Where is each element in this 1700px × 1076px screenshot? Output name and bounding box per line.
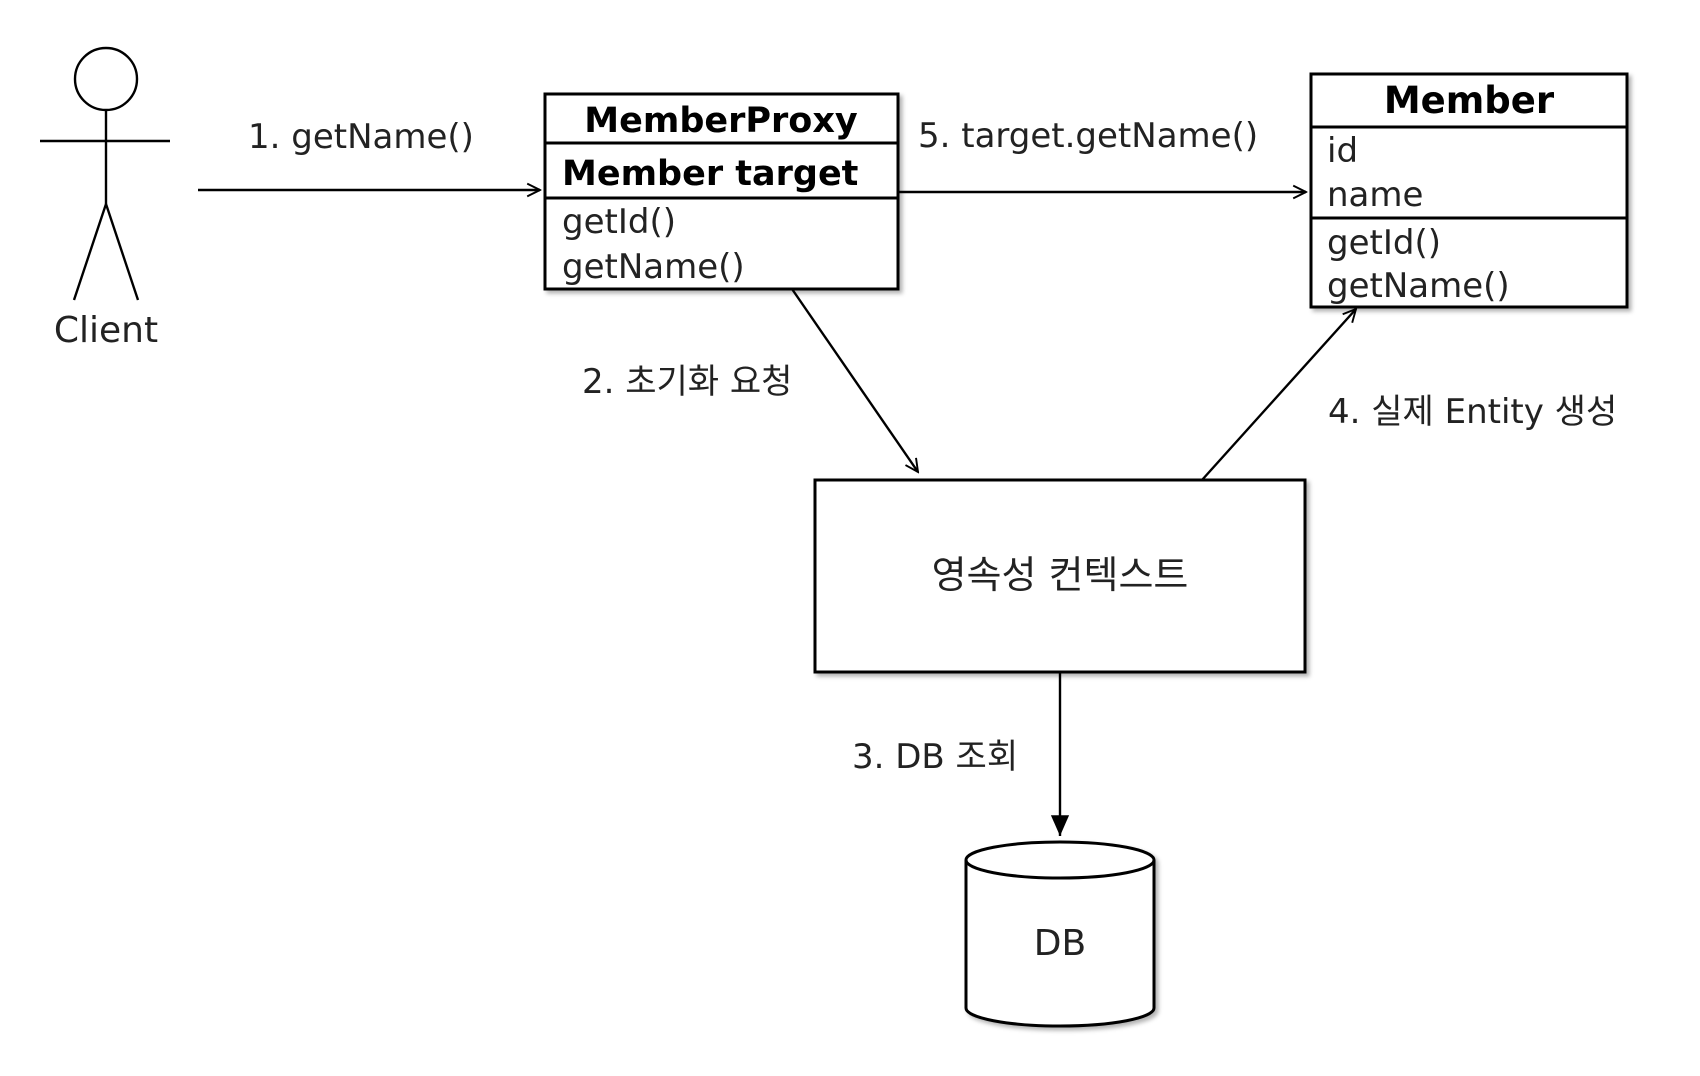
step-4-label: 4. 실제 Entity 생성 bbox=[1328, 392, 1617, 432]
client-actor bbox=[40, 46, 170, 301]
database-cylinder bbox=[964, 840, 1156, 1028]
member-proxy-field: Member target bbox=[562, 154, 858, 194]
member-method: getName() bbox=[1327, 266, 1510, 306]
member-proxy-method: getId() bbox=[562, 202, 676, 242]
client-label: Client bbox=[54, 310, 158, 351]
database-label: DB bbox=[1034, 923, 1086, 964]
member-title: Member bbox=[1384, 79, 1555, 122]
client-head bbox=[73, 46, 139, 112]
member-method: getId() bbox=[1327, 223, 1441, 263]
persistence-context-label: 영속성 컨텍스트 bbox=[932, 553, 1189, 597]
step-1-label: 1. getName() bbox=[248, 117, 474, 157]
member-box: Member id name getId() getName() bbox=[1309, 72, 1629, 309]
member-proxy-method: getName() bbox=[562, 247, 745, 287]
member-proxy-box: MemberProxy Member target getId() getNam… bbox=[543, 92, 900, 291]
persistence-context-box: 영속성 컨텍스트 bbox=[813, 478, 1307, 674]
step-5-label: 5. target.getName() bbox=[918, 116, 1258, 156]
member-field: id bbox=[1327, 131, 1358, 171]
member-proxy-title: MemberProxy bbox=[584, 101, 858, 141]
step-2-label: 2. 초기화 요청 bbox=[582, 362, 792, 402]
step-3-label: 3. DB 조회 bbox=[852, 737, 1018, 777]
member-field: name bbox=[1327, 175, 1423, 215]
arrow-create-entity bbox=[1201, 309, 1356, 481]
arrow-init-request bbox=[791, 288, 918, 472]
